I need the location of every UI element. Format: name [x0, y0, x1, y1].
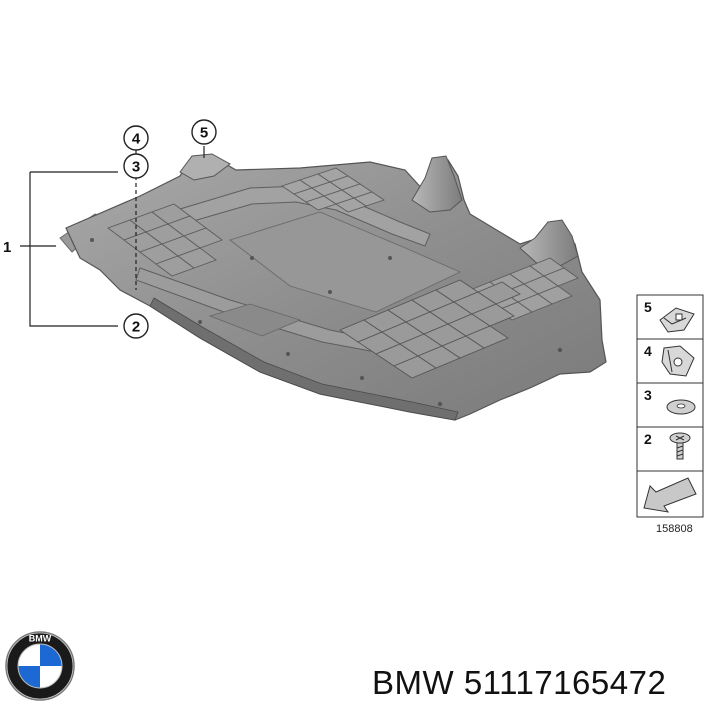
parts-legend: 5 4 3 — [636, 294, 704, 535]
mounting-holes — [90, 238, 563, 407]
callout-1-label: 1 — [3, 239, 11, 256]
svg-text:2: 2 — [132, 319, 140, 336]
part-number-caption: BMW 51117165472 — [372, 664, 667, 701]
diagram-reference-number: 158808 — [656, 523, 693, 535]
callout-2: 2 — [123, 313, 149, 339]
legend-arrow-box — [636, 470, 704, 518]
leader-lines — [20, 146, 205, 327]
shield-top-mount — [179, 153, 231, 181]
svg-text:4: 4 — [644, 343, 652, 359]
legend-item-3: 3 — [636, 382, 704, 428]
bmw-logo-letters: BMW — [29, 634, 52, 644]
svg-text:5: 5 — [644, 299, 652, 315]
shield-tower-rear — [411, 155, 463, 213]
shield-plate-center — [229, 211, 462, 313]
underbody-shield — [59, 153, 607, 421]
screw-icon — [669, 432, 691, 460]
svg-text:5: 5 — [200, 125, 208, 142]
svg-text:4: 4 — [132, 131, 141, 148]
svg-text:2: 2 — [644, 431, 652, 447]
callout-3: 3 — [123, 153, 149, 179]
rib-grid-left — [107, 203, 223, 277]
legend-item-4: 4 — [636, 338, 704, 384]
legend-item-2: 2 — [636, 426, 704, 472]
callout-5: 5 — [191, 119, 217, 145]
speed-nut-icon — [661, 345, 695, 377]
legend-item-5: 5 — [636, 294, 704, 340]
direction-arrow-icon — [643, 477, 697, 513]
bmw-logo: BMW — [5, 631, 75, 701]
shield-plate-front — [208, 303, 302, 337]
callout-4: 4 — [123, 125, 149, 151]
washer-icon — [666, 399, 696, 415]
svg-text:3: 3 — [132, 159, 140, 176]
svg-text:3: 3 — [644, 387, 652, 403]
shield-front-edge — [149, 297, 459, 421]
rib-grid-front — [339, 279, 521, 379]
clip-nut-icon — [659, 307, 695, 333]
rib-grid-rear — [280, 167, 386, 213]
